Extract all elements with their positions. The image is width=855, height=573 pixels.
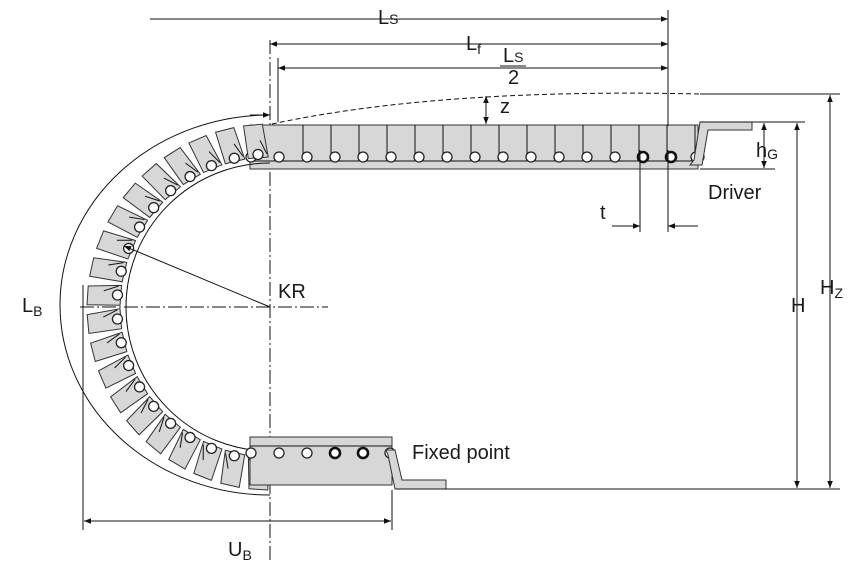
bend-link-hinge: [225, 453, 229, 469]
bend-link-pin: [133, 381, 146, 393]
upper-link-pin: [441, 151, 453, 163]
lower-link-pin: [356, 446, 370, 460]
fixed-point-bracket: [385, 449, 447, 490]
lower-link-pin: [301, 447, 313, 459]
bend-link-pin: [205, 442, 218, 455]
upper-link-pin: [413, 151, 425, 163]
lower-run-bar: [249, 436, 393, 486]
bend-link-hinge: [233, 143, 244, 157]
z-label: z: [500, 96, 510, 118]
bend-link-hinge: [125, 378, 136, 392]
bend-link-pin: [164, 185, 177, 197]
bend-link-pin: [228, 152, 240, 164]
h-label: H: [791, 295, 805, 317]
bend-link-hinge: [179, 432, 184, 448]
kr-radius-line: [123, 245, 271, 308]
bend-link-hinge: [259, 140, 268, 155]
bend-link-hinge: [103, 309, 118, 318]
bend-link-pin: [111, 313, 124, 325]
bend-link-pin: [228, 450, 240, 462]
kr-label: KR: [278, 281, 306, 303]
bend-link-hinge: [208, 151, 221, 163]
ub-label: UB: [228, 539, 252, 563]
bend-link-pin: [252, 148, 264, 161]
bend-link-hinge: [185, 162, 199, 173]
driver-bracket: [688, 121, 753, 166]
bend-link-pin: [184, 431, 196, 444]
bend-link-hinge: [163, 177, 178, 186]
bend-link-hinge: [114, 356, 126, 369]
upper-link-pin: [581, 151, 593, 163]
bend-link-pin: [205, 159, 218, 172]
bend-link-hinge: [103, 285, 119, 292]
driver-label: Driver: [708, 182, 762, 204]
upper-link-pin: [469, 151, 481, 163]
lower-link-pin: [273, 447, 285, 459]
bend-link-pin: [115, 337, 127, 349]
bend-link-hinge: [106, 333, 120, 344]
fixed-point-label: Fixed point: [412, 442, 510, 464]
upper-link-pin: [609, 151, 621, 163]
t-label: t: [600, 202, 606, 224]
hg-label: hG: [756, 140, 778, 162]
bend-link-pin: [122, 359, 135, 372]
upper-link-pin: [301, 151, 313, 163]
lower-link-pin: [245, 447, 257, 459]
bend-link-hinge: [140, 399, 149, 414]
bend-link-hinge: [129, 216, 145, 221]
upper-link-pin: [357, 151, 369, 163]
bend-link-hinge: [158, 417, 165, 433]
bend-link-hinge: [144, 195, 160, 202]
top-envelope-curve: [271, 92, 701, 125]
bend-section: [86, 123, 271, 491]
upper-link-pin: [497, 151, 509, 163]
bend-link-pin: [133, 221, 146, 233]
lower-link-pin: [328, 446, 342, 460]
upper-link-pin: [525, 151, 537, 163]
ls-half-label: LS 2: [500, 45, 526, 89]
svg-text:2: 2: [508, 67, 519, 89]
upper-link-pin: [273, 151, 285, 163]
bend-link-hinge: [108, 262, 124, 266]
upper-link-pin: [329, 151, 341, 163]
lb-label: LB: [22, 295, 42, 319]
outer-envelope-arc: [59, 114, 271, 496]
bend-link-pin: [115, 265, 127, 277]
upper-link-pin: [553, 151, 565, 163]
lf-label: Lf: [466, 33, 481, 57]
ls-label: LS: [378, 7, 398, 29]
bend-link-pin: [111, 289, 124, 301]
bend-link-pin: [184, 170, 196, 183]
svg-text:LS: LS: [503, 45, 523, 67]
bend-link-pin: [148, 201, 160, 214]
bend-link-pin: [164, 417, 177, 429]
upper-link-pin: [385, 151, 397, 163]
hz-label: HZ: [820, 277, 843, 301]
bend-inner-arc: [125, 162, 271, 452]
upper-run: [245, 124, 705, 170]
bend-link-pin: [148, 400, 160, 413]
lower-run: [245, 436, 396, 486]
